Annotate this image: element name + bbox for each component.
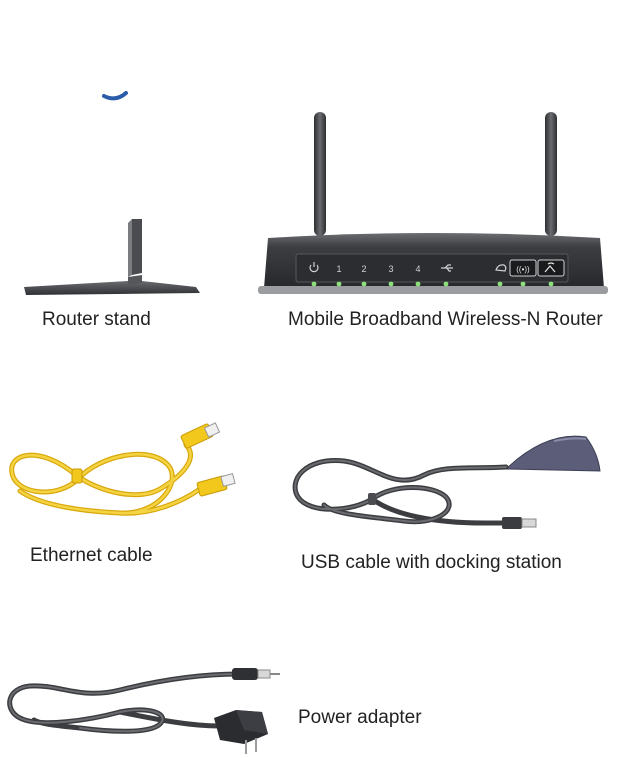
usb-connector [502,517,537,529]
internet-icon [495,264,507,272]
ethernet-connector-bottom [196,473,236,497]
power-adapter-label: Power adapter [298,707,422,728]
ethernet-connector-top [180,422,221,449]
port-number-3: 3 [388,264,393,274]
usb-icon [441,264,453,272]
port-number-1: 1 [336,264,341,274]
router-label: Mobile Broadband Wireless-N Router [288,309,603,330]
wireless-icon: ((•)) [516,265,530,274]
wireless-button [509,259,537,277]
power-icon [309,262,319,273]
router-stand-label: Router stand [42,309,151,330]
barrel-plug [232,668,280,680]
ethernet-cable-label: Ethernet cable [30,545,153,566]
router-image: 1 2 3 4 ((•)) [258,112,608,294]
usb-cable-label: USB cable with docking station [301,552,562,573]
blue-arc-decoration [102,91,128,101]
usb-cable-image [292,435,601,529]
port-number-2: 2 [361,264,366,274]
port-number-4: 4 [415,264,420,274]
adapter-brick [214,710,268,754]
power-adapter-image [7,668,280,754]
wps-icon [544,262,556,273]
ethernet-cable-image [9,422,236,516]
docking-station [504,435,601,472]
right-antenna [545,112,557,236]
router-stand-image [24,219,200,295]
left-antenna [314,112,326,236]
